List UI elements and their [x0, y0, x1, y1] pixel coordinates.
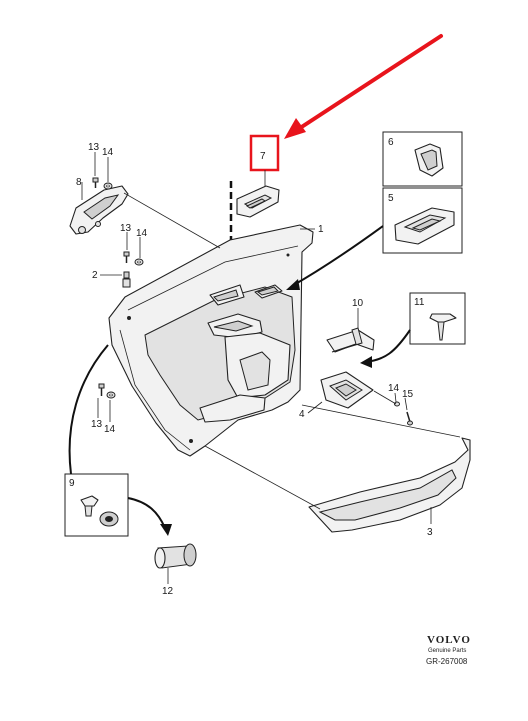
brand-logo: VOLVO: [427, 634, 471, 646]
leader-3-to-panel-b: [301, 404, 461, 438]
part-12-grommet: [154, 543, 197, 569]
arrow-9-to-12: [127, 497, 166, 529]
arrow-11-head: [360, 356, 372, 368]
callout-13a: 13: [88, 142, 100, 153]
part-2-clip: [122, 271, 131, 288]
callout-15: 15: [402, 389, 414, 400]
leader-14d: [394, 392, 397, 403]
callout-12: 12: [162, 586, 174, 597]
washer-14-right: [394, 401, 400, 407]
highlight-annotation: [249, 34, 443, 172]
screw-13-lower: [98, 383, 105, 396]
arrow-panel-to-9: [68, 344, 109, 475]
leader-15: [404, 397, 408, 411]
callout-7: 7: [260, 151, 266, 162]
callout-8: 8: [76, 177, 82, 188]
part-8-inner-handle: [69, 185, 129, 235]
callout-13b: 13: [120, 223, 132, 234]
leader-3-to-panel: [204, 445, 321, 510]
callout-6: 6: [388, 137, 394, 148]
arrow-5-head: [286, 279, 300, 290]
diagram-reference: GR-267008: [426, 657, 468, 666]
screw-15: [406, 411, 413, 426]
leader-8-to-panel: [123, 192, 221, 249]
arrow-12-head: [160, 524, 172, 536]
arrow-5-to-panel: [291, 225, 384, 287]
callout-13c: 13: [91, 419, 103, 430]
callout-14d: 14: [388, 383, 400, 394]
callout-2: 2: [92, 270, 98, 281]
highlight-arrow-shaft: [298, 34, 443, 130]
part-3-lower-trim: [308, 437, 471, 533]
brand-tagline: Genuine Parts: [428, 648, 466, 654]
leader-15-to-panel: [373, 390, 397, 405]
screw-13-middle: [123, 251, 130, 263]
part-10-trim-piece: [326, 327, 375, 353]
callout-14a: 14: [102, 147, 114, 158]
callout-10: 10: [352, 298, 364, 309]
inset-box-11: [409, 292, 466, 345]
callout-9: 9: [69, 478, 75, 489]
callout-4: 4: [299, 409, 305, 420]
highlight-arrow-head: [284, 118, 306, 139]
inset-box-9: [64, 473, 129, 537]
part-4-bracket: [320, 371, 374, 409]
callout-3: 3: [427, 527, 433, 538]
washer-14-middle: [134, 258, 144, 266]
highlight-box: [249, 134, 280, 172]
washer-14-top: [103, 182, 113, 190]
inset-box-6: [382, 131, 463, 187]
screw-13-top: [92, 177, 99, 188]
brand-block: VOLVO Genuine Parts GR-267008: [426, 634, 471, 666]
callout-14b: 14: [136, 228, 148, 239]
callout-11: 11: [414, 297, 425, 308]
callout-5: 5: [388, 193, 394, 204]
callout-14c: 14: [104, 424, 116, 435]
part-7-switch-panel: [236, 185, 280, 218]
inset-box-5: [382, 187, 463, 254]
part-1-door-panel: [108, 224, 314, 457]
washer-14-lower: [106, 391, 116, 399]
callout-1: 1: [318, 224, 324, 235]
